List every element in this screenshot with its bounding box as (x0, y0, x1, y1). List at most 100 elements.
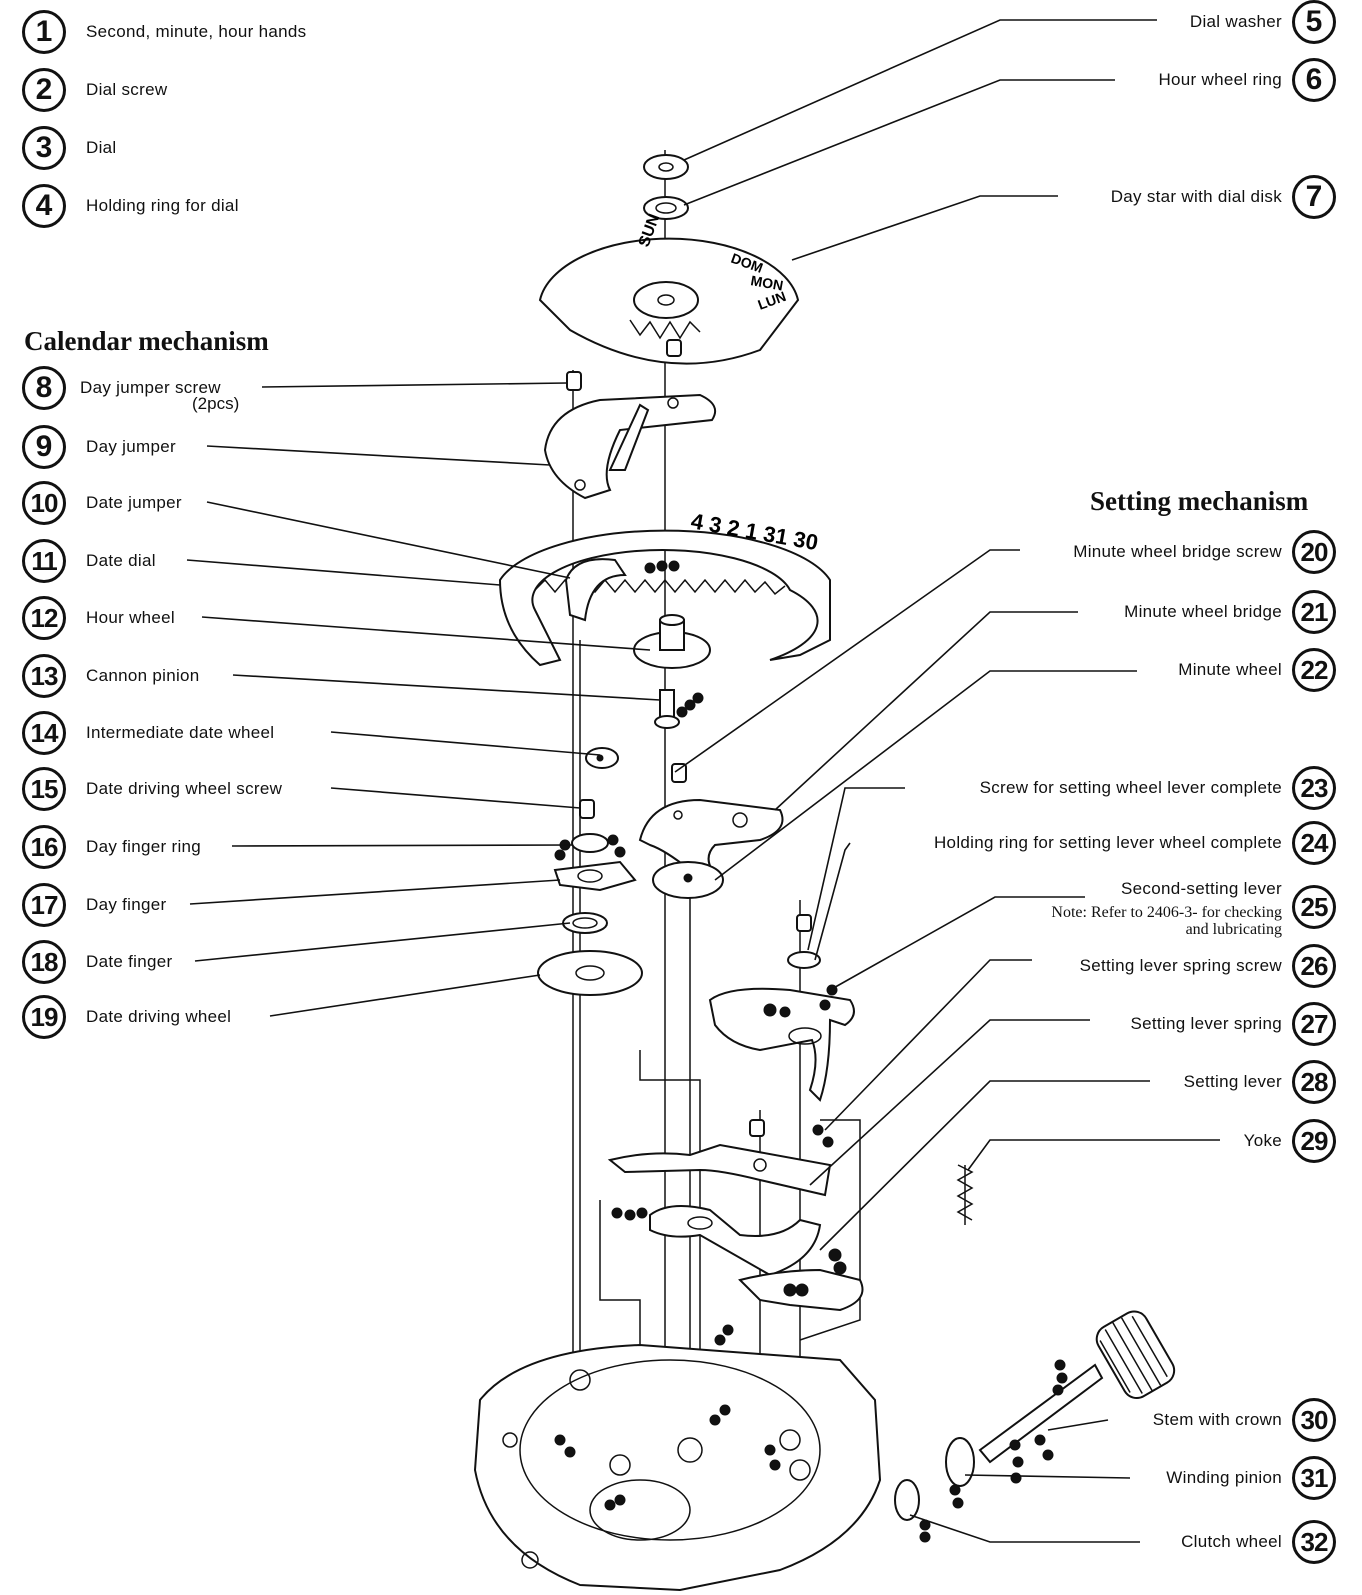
day-finger (553, 860, 637, 892)
callout-label: Dial (86, 138, 117, 157)
callout-number: 1 (22, 10, 66, 54)
callout-number: 10 (22, 481, 66, 525)
callout-8: 8 Day jumper screw (22, 366, 221, 410)
setting-lever (649, 1205, 822, 1277)
callout-25: 25 Second-setting lever (1121, 879, 1336, 929)
callout-label: Minute wheel bridge (1124, 602, 1282, 621)
callout-label: Day jumper (86, 437, 176, 456)
callout-label: Date driving wheel (86, 1007, 232, 1026)
callout-4: 4 Holding ring for dial (22, 184, 239, 228)
heading-setting-mechanism: Setting mechanism (1090, 486, 1309, 516)
callout-label: Clutch wheel (1181, 1532, 1282, 1551)
minute-wheel-bridge-screw (671, 763, 687, 783)
callout-number: 13 (22, 654, 66, 698)
callout-label: Day jumper screw (80, 378, 221, 397)
callout-23: 23 Screw for setting wheel lever complete (980, 766, 1336, 810)
date-jumper (564, 558, 627, 622)
callout-number: 19 (22, 995, 66, 1039)
callout-label: Winding pinion (1166, 1468, 1282, 1487)
callout-label: Minute wheel bridge screw (1073, 542, 1282, 561)
callout-21: 21 Minute wheel bridge (1124, 590, 1336, 634)
callout-number: 23 (1292, 766, 1336, 810)
callout-label: Day star with dial disk (1110, 187, 1282, 206)
day-jumper (543, 393, 716, 500)
callout-number: 24 (1292, 821, 1336, 865)
callout-label: Yoke (1243, 1131, 1282, 1150)
callout-label: Setting lever spring (1130, 1014, 1282, 1033)
callout-number: 21 (1292, 590, 1336, 634)
setting-wheel-lever-screw (796, 914, 812, 932)
callout-label: Date dial (86, 551, 156, 570)
winding-pinion (945, 1437, 975, 1487)
callout-16: 16 Day finger ring (22, 825, 201, 869)
callout-15: 15 Date driving wheel screw (22, 767, 282, 811)
callout-number: 16 (22, 825, 66, 869)
callout-25-note: Note: Refer to 2406-3- for checking and … (1051, 904, 1282, 938)
callout-label: Holding ring for dial (86, 196, 239, 215)
callout-number: 3 (22, 126, 66, 170)
hour-wheel-ring (643, 196, 689, 220)
callout-30: 30 Stem with crown (1153, 1398, 1336, 1442)
callout-19: 19 Date driving wheel (22, 995, 231, 1039)
callout-number: 32 (1292, 1520, 1336, 1564)
day-text-mon: MON (749, 272, 784, 293)
callout-label: Hour wheel (86, 608, 175, 627)
callout-28: 28 Setting lever (1184, 1060, 1336, 1104)
callout-number: 29 (1292, 1119, 1336, 1163)
callout-number: 30 (1292, 1398, 1336, 1442)
callout-32: 32 Clutch wheel (1181, 1520, 1336, 1564)
callout-label: Screw for setting wheel lever complete (979, 778, 1282, 797)
callout-number: 5 (1292, 0, 1336, 44)
callout-label: Second-setting lever (1121, 879, 1282, 898)
callout-number: 26 (1292, 944, 1336, 988)
callout-number: 18 (22, 940, 66, 984)
callout-number: 17 (22, 883, 66, 927)
callout-label: Date driving wheel screw (86, 779, 283, 798)
date-driving-wheel-screw (579, 799, 595, 819)
callout-8-subtext: (2pcs) (192, 394, 240, 413)
setting-lever-holding-ring (787, 951, 821, 969)
clutch-wheel (894, 1479, 920, 1521)
day-jumper-screw (566, 371, 582, 391)
callout-number: 25 (1292, 885, 1336, 929)
dial-washer (643, 154, 689, 180)
callout-number: 4 (22, 184, 66, 228)
callout-label: Second, minute, hour hands (86, 22, 307, 41)
day-star (633, 281, 699, 319)
stem (978, 1363, 1104, 1464)
day-finger-ring (571, 833, 609, 853)
callout-label: Stem with crown (1152, 1410, 1282, 1429)
date-driving-wheel (537, 950, 643, 996)
callout-number: 8 (22, 366, 66, 410)
callout-number: 6 (1292, 58, 1336, 102)
callout-number: 14 (22, 711, 66, 755)
heading-calendar-mechanism: Calendar mechanism (24, 326, 269, 356)
main-plate (473, 1343, 882, 1592)
callout-number: 28 (1292, 1060, 1336, 1104)
callout-label: Day finger ring (86, 837, 202, 856)
callout-label: Setting lever (1183, 1072, 1282, 1091)
callout-label: Day finger (86, 895, 167, 914)
callout-number: 7 (1292, 175, 1336, 219)
leader-lines-right (674, 19, 1220, 1543)
callout-label: Dial washer (1189, 12, 1282, 31)
callout-7: 7 Day star with dial disk (1111, 175, 1336, 219)
callout-label: Minute wheel (1178, 660, 1282, 679)
callout-number: 15 (22, 767, 66, 811)
setting-lever-spring (607, 1143, 832, 1197)
